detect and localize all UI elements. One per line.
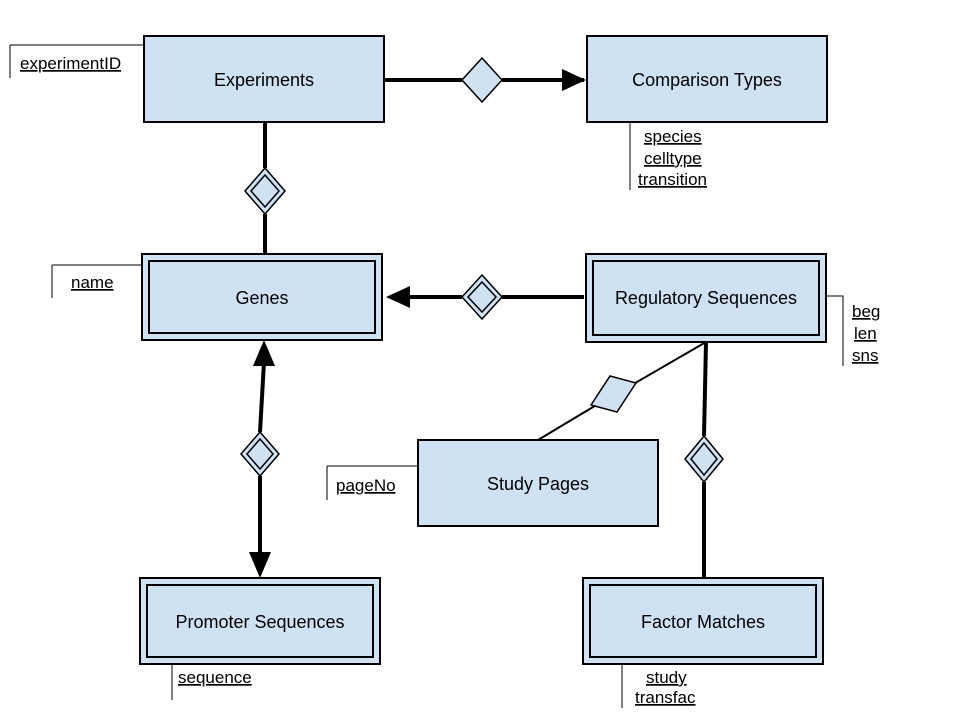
attribute-len: len [854, 324, 877, 343]
attribute-beg: beg [852, 302, 880, 321]
identifying-relationship-experiments-genes[interactable] [244, 166, 286, 216]
entity-study-pages-label: Study Pages [487, 474, 589, 494]
entity-experiments-label: Experiments [214, 70, 314, 90]
attribute-bracket-genes [51, 264, 142, 298]
entity-factor-matches[interactable]: Factor Matches [582, 577, 824, 665]
entity-promoter-sequences[interactable]: Promoter Sequences [139, 577, 381, 665]
entity-genes[interactable]: Genes [141, 253, 383, 341]
arrowhead-promoter [249, 552, 271, 578]
identifying-relationship-genes-promoter[interactable] [240, 430, 280, 478]
attribute-species: species [644, 127, 702, 146]
entity-comparison-types[interactable]: Comparison Types [586, 35, 828, 123]
attribute-bracket-regulatory-sequences [826, 295, 844, 366]
entity-study-pages[interactable]: Study Pages [417, 439, 659, 527]
attribute-celltype: celltype [644, 149, 702, 168]
relationship-line-regulatory-study-lower [537, 403, 599, 441]
attribute-study: study [646, 668, 687, 687]
attribute-sequence: sequence [178, 668, 252, 687]
entity-regulatory-sequences[interactable]: Regulatory Sequences [585, 253, 827, 343]
entity-experiments[interactable]: Experiments [143, 35, 385, 123]
relationship-line-regulatory-study-upper [629, 341, 707, 387]
relationship-line-regulatory-factor-upper [702, 341, 708, 437]
entity-regulatory-sequences-label: Regulatory Sequences [615, 288, 797, 308]
attribute-transition: transition [638, 170, 707, 189]
attribute-page-no: pageNo [336, 476, 396, 495]
attribute-experiment-id: experimentID [20, 54, 121, 73]
identifying-relationship-regulatory-genes[interactable] [460, 273, 504, 321]
entity-comparison-types-label: Comparison Types [632, 70, 782, 90]
arrowhead-genes [386, 286, 410, 308]
attribute-sns: sns [852, 346, 878, 365]
arrowhead-comparison-types [562, 69, 586, 91]
entity-promoter-sequences-label: Promoter Sequences [175, 612, 344, 632]
relationship-diamond-regulatory-study[interactable] [589, 375, 638, 413]
attribute-transfac: transfac [635, 688, 696, 707]
attribute-name: name [71, 273, 114, 292]
relationship-diamond-experiments-comparison[interactable] [460, 56, 504, 104]
entity-factor-matches-label: Factor Matches [641, 612, 765, 632]
identifying-relationship-regulatory-factor[interactable] [684, 434, 724, 484]
attribute-bracket-experiments [9, 44, 144, 78]
relationship-line-genes-promoter-upper [258, 361, 266, 433]
entity-genes-label: Genes [235, 288, 288, 308]
arrowhead-genes-up [253, 340, 275, 366]
attribute-bracket-study-pages [326, 465, 418, 500]
